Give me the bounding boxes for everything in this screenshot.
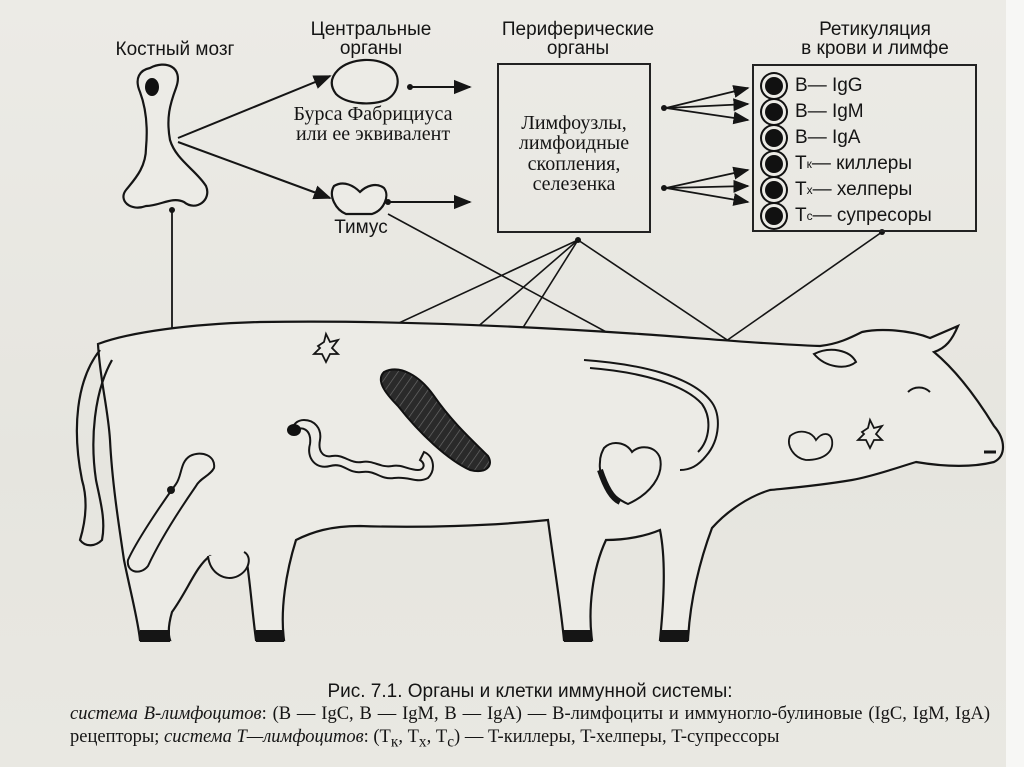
hoof [256,630,284,642]
legend-item: B — IgA [762,126,861,150]
hoof [564,630,592,642]
legend-item: B — IgG [762,74,863,98]
cow-udder [208,552,249,578]
central-organs-label: Центральные органы [286,20,456,59]
caption-title: Рис. 7.1. Органы и клетки иммунной систе… [70,680,990,703]
cell-dot-icon [765,181,783,199]
hoof [660,630,688,642]
thymus-organ [332,184,386,214]
bursa-organ [332,60,398,103]
hoof [140,630,170,642]
cell-dot-icon [765,155,783,173]
thymus-label: Тимус [316,218,406,237]
cell-dot-icon [765,77,783,95]
bone-marrow-spot [145,78,159,96]
peripheral-organs-label: Периферические органы [478,20,678,59]
bone-marrow-label: Костный мозг [100,40,250,59]
cell-dot-icon [765,129,783,147]
caption-body: система B-лимфоцитов: (B — IgC, B — IgM,… [70,703,990,754]
bursa-label: Бурса Фабрициуса или ее эквивалент [268,104,478,145]
figure-caption: Рис. 7.1. Органы и клетки иммунной систе… [70,680,990,754]
peripheral-organs-box: Лимфоузлы, лимфоидные скопления, селезен… [497,63,651,233]
cell-dot-icon [765,103,783,121]
bone-marrow-bone [123,65,207,208]
recirculation-label: Ретикуляция в крови и лимфе [760,20,990,59]
neck-thymus [789,432,832,460]
cell-dot-icon [765,207,783,225]
cow-outline [98,322,1003,640]
legend-item: B — IgM [762,100,864,124]
